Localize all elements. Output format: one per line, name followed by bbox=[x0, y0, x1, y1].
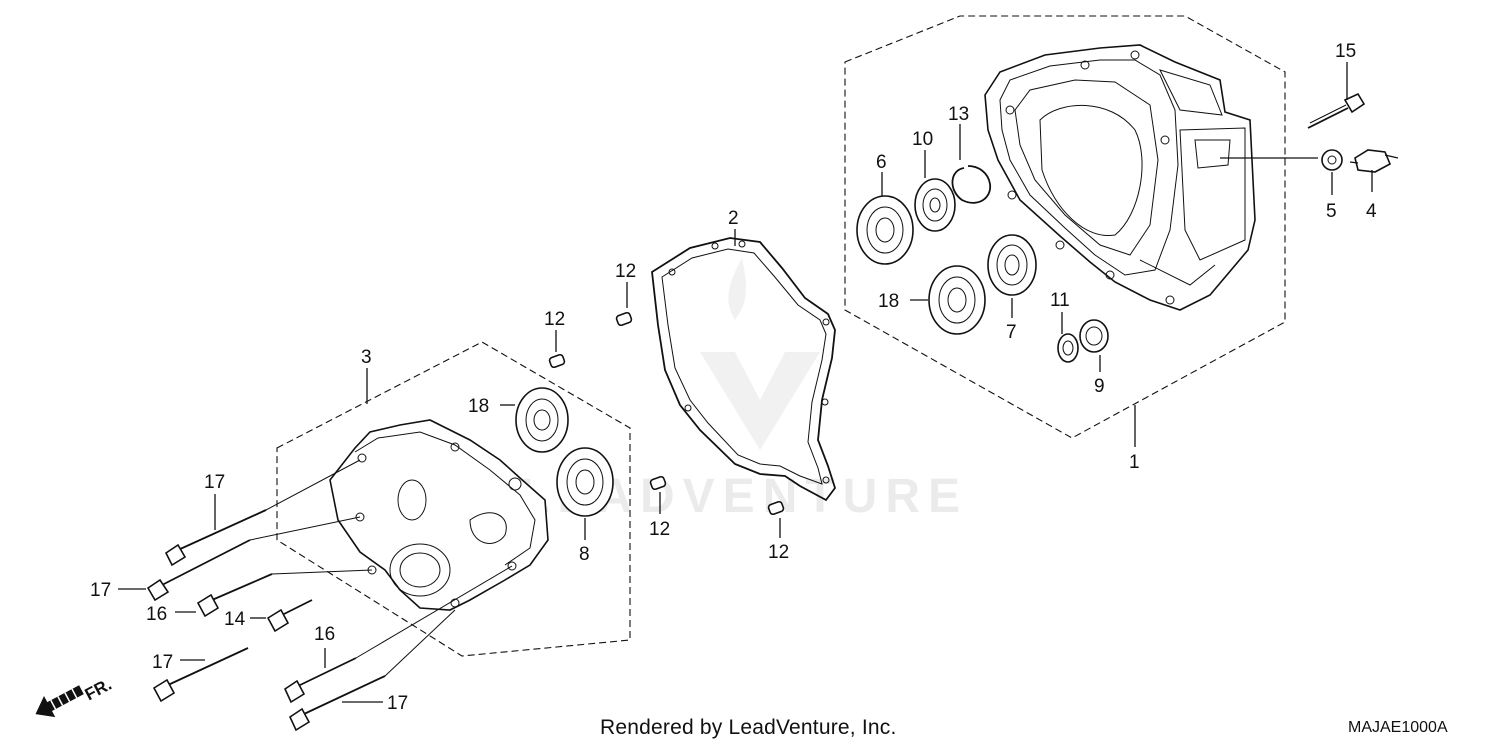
callout-5: 5 bbox=[1326, 201, 1337, 222]
bearing-18-left bbox=[515, 387, 569, 453]
bolt-16-b bbox=[283, 657, 357, 704]
callout-14: 14 bbox=[224, 609, 246, 630]
crankcase-cover-left bbox=[329, 419, 549, 611]
callout-9: 9 bbox=[1094, 376, 1105, 397]
callout-4: 4 bbox=[1366, 201, 1377, 222]
callout-12-b: 12 bbox=[544, 309, 565, 330]
front-label: FR. bbox=[82, 675, 115, 705]
bolt-17-d bbox=[288, 675, 386, 732]
bolt-14 bbox=[266, 599, 313, 633]
dowel-pins bbox=[548, 311, 785, 516]
callout-2: 2 bbox=[728, 208, 739, 229]
callout-11: 11 bbox=[1050, 290, 1070, 311]
callout-17-a: 17 bbox=[204, 472, 225, 493]
callout-12-a: 12 bbox=[615, 261, 636, 282]
callout-7: 7 bbox=[1006, 322, 1017, 343]
bolt-17-b bbox=[146, 539, 251, 602]
oil-seal-11 bbox=[1057, 333, 1079, 363]
callout-18-a: 18 bbox=[878, 291, 899, 312]
bolt-15 bbox=[1307, 92, 1366, 129]
front-arrow-icon bbox=[35, 685, 84, 718]
callout-8: 8 bbox=[579, 544, 590, 565]
callout-3: 3 bbox=[361, 347, 372, 368]
outline-left-assembly bbox=[276, 341, 631, 657]
switch-4 bbox=[1349, 149, 1399, 173]
callout-17-b: 17 bbox=[90, 580, 111, 601]
needle-bearing-9 bbox=[1079, 319, 1109, 353]
callout-12-d: 12 bbox=[768, 542, 789, 563]
callout-labels: 1 2 3 4 5 6 7 8 9 10 11 12 12 12 12 13 1… bbox=[90, 41, 1377, 714]
callout-16-b: 16 bbox=[314, 624, 335, 645]
bearing-6 bbox=[856, 195, 914, 265]
crankcase-cover-right bbox=[984, 44, 1256, 311]
footer-credit: Rendered by LeadVenture, Inc. bbox=[600, 716, 897, 739]
callout-12-c: 12 bbox=[649, 519, 670, 540]
outline-right-assembly bbox=[844, 15, 1286, 439]
leader-lines bbox=[118, 62, 1373, 703]
callout-6: 6 bbox=[876, 152, 887, 173]
bearing-10 bbox=[914, 178, 956, 232]
bearing-7 bbox=[987, 234, 1037, 296]
callout-17-d: 17 bbox=[387, 693, 408, 714]
bolt-16-a bbox=[196, 573, 273, 618]
callout-13: 13 bbox=[948, 104, 969, 125]
bearing-18-right bbox=[928, 265, 986, 335]
callout-1: 1 bbox=[1129, 452, 1140, 473]
bearing-8 bbox=[556, 447, 614, 517]
callout-16-a: 16 bbox=[146, 604, 167, 625]
callout-15: 15 bbox=[1335, 41, 1356, 62]
gasket bbox=[651, 237, 836, 502]
diagram-code: MAJAE1000A bbox=[1348, 719, 1448, 736]
bolt-17-a bbox=[164, 509, 267, 567]
bolt-17-c bbox=[152, 647, 249, 703]
callout-10: 10 bbox=[912, 129, 933, 150]
front-direction-indicator: FR. bbox=[35, 675, 115, 718]
circlip-13 bbox=[951, 165, 991, 204]
callout-17-c: 17 bbox=[152, 652, 173, 673]
washer-5 bbox=[1321, 149, 1343, 171]
callout-18-b: 18 bbox=[468, 396, 489, 417]
